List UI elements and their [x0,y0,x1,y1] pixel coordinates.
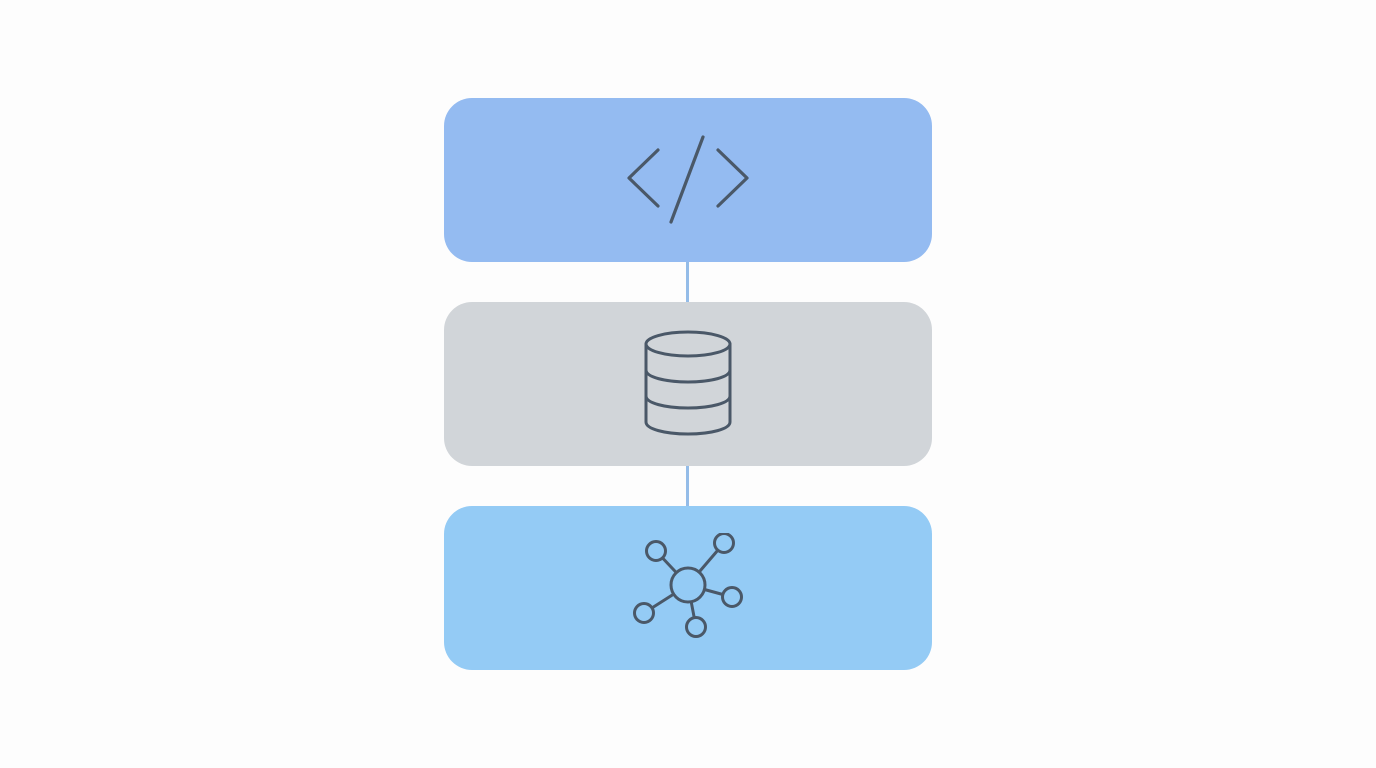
network-icon [630,533,746,643]
network-layer-block [444,506,932,670]
database-layer-block [444,302,932,466]
connector-line [686,466,689,508]
connector-line [686,262,689,304]
database-icon [642,328,734,440]
code-layer-block [444,98,932,262]
code-icon [626,134,750,226]
